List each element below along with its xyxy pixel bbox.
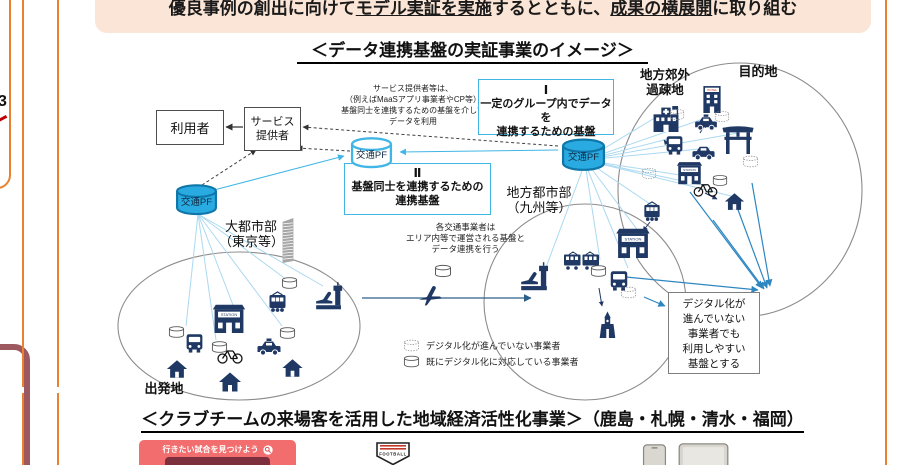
origin-ellipse <box>117 251 361 401</box>
solid-cylinder-icon <box>403 355 420 368</box>
torii-gate-icon <box>721 124 755 154</box>
banner-text-pre: 優良事例の創出に向けて <box>168 0 356 18</box>
left-maroon-box-fragment <box>0 344 30 465</box>
hotel-icon: HOTEL <box>699 85 725 113</box>
tablet-icon <box>676 443 731 465</box>
dashed-cylinder-icon <box>641 167 657 180</box>
badge-text: FOOTBALL <box>379 452 407 457</box>
operators-note: 各交通事業者は エリア内等で運営される基盤と データ連携を行う <box>405 222 525 254</box>
service-provider-box: サービス 提供者 <box>244 107 301 151</box>
user-label: 利用者 <box>170 121 210 136</box>
legend-row-undigitized: デジタル化が進んでいない事業者 <box>403 339 560 352</box>
taxi-icon <box>694 114 718 131</box>
house-icon <box>723 191 746 212</box>
rural-label: 地方郊外 過疎地 <box>639 68 690 97</box>
skyscraper-icon <box>279 216 297 263</box>
dashed-cylinder-icon <box>620 286 637 299</box>
frame-line-left-outer-b <box>22 393 24 465</box>
banner-text-post: に取り組む <box>712 0 798 18</box>
transport-pf-cylinder-metro <box>173 183 220 216</box>
platform2-desc: 基盤同士を連携するための 連携基盤 <box>351 181 484 207</box>
bus-icon <box>608 269 630 291</box>
match-search-label: 行きたい試合を見つけよう <box>162 445 259 454</box>
db-cylinder-icon <box>590 264 607 278</box>
metro-label: 大都市部 （東京等） <box>219 219 285 249</box>
dashed-cylinder-icon <box>403 339 420 352</box>
dashed-cylinder-icon <box>742 155 759 168</box>
platform2-numeral: Ⅱ <box>413 166 422 180</box>
destination-ellipse <box>617 62 863 318</box>
transport-pf-label-metro: 交通PF <box>180 197 213 208</box>
banner-text-em2: 成果の横展開 <box>610 0 713 18</box>
transport-pf-cylinder-connector <box>347 136 396 169</box>
house-icon <box>165 358 189 380</box>
dashed-cylinder-icon <box>714 110 730 123</box>
bus-icon <box>184 332 205 353</box>
platform1-desc: 一定のグループ内でデータを 連携するための基盤 <box>480 98 612 138</box>
frame-line-left-inner-b <box>57 393 59 465</box>
db-cylinder-icon <box>279 326 296 340</box>
football-club-badge: FOOTBALL <box>376 442 410 465</box>
svg-text:STATION: STATION <box>625 237 642 242</box>
shrine-tower-icon <box>596 311 619 338</box>
frame-line-left-outer <box>22 0 24 387</box>
section2-cities: （鹿島・札幌・清水・福岡） <box>582 410 804 429</box>
legend-row-digitized: 既にデジタル化に対応している事業者 <box>403 355 579 368</box>
car-icon <box>692 145 715 161</box>
section2-title-wrap: ＜クラブチームの来場客を活用した地域経済活性化事業＞（鹿島・札幌・清水・福岡） <box>60 405 885 433</box>
provider-note: サービス提供者等は、 （例えばMaaSアプリ事業者やCP等） 基盤同士を連携する… <box>341 84 485 126</box>
service-provider-label: サービス 提供者 <box>250 116 295 142</box>
svg-text:STATION: STATION <box>683 168 696 172</box>
train-icon <box>563 251 600 271</box>
user-box: 利用者 <box>156 110 224 145</box>
db-cylinder-icon <box>712 174 728 187</box>
db-cylinder-icon <box>168 325 185 339</box>
db-cylinder-icon <box>281 276 298 290</box>
house-icon <box>217 370 243 394</box>
platform1-numeral: Ⅰ <box>543 83 549 97</box>
transport-pf-label-regional: 交通PF <box>567 152 600 163</box>
tram-icon <box>264 291 291 313</box>
bicycle-icon <box>217 347 243 364</box>
transport-pf-cylinder-regional <box>559 136 608 173</box>
tram-icon <box>639 201 665 222</box>
smartphone-icon <box>641 444 668 465</box>
digital-note-box: デジタル化が 進んでいない 事業者でも 利用しやすい 基盤とする <box>668 292 760 374</box>
bicycle-icon <box>693 181 718 197</box>
station-icon: STATION <box>676 160 703 185</box>
search-icon <box>262 444 273 455</box>
section1-title-wrap: ＜データ連携基盤の実証事業のイメージ＞ <box>60 36 885 64</box>
svg-text:STATION: STATION <box>221 312 238 317</box>
airport-icon <box>313 281 347 311</box>
legend-label-digitized: 既にデジタル化に対応している事業者 <box>426 357 579 367</box>
airport-icon <box>518 261 553 292</box>
svg-text:HOTEL: HOTEL <box>707 88 717 92</box>
match-search-card[interactable]: 行きたい試合を見つけよう <box>139 440 296 465</box>
origin-label: 出発地 <box>144 381 184 396</box>
section1-title: ＜データ連携基盤の実証事業のイメージ＞ <box>297 36 648 64</box>
platform1-box: Ⅰ 一定のグループ内でデータを 連携するための基盤 <box>478 79 614 138</box>
section2-title: ＜クラブチームの来場客を活用した地域経済活性化事業＞ <box>141 410 583 429</box>
match-card-inner-panel <box>165 457 270 465</box>
taxi-icon <box>255 338 283 356</box>
db-cylinder-icon <box>434 264 452 278</box>
transport-pf-label-connector: 交通PF <box>355 150 388 161</box>
station-icon: STATION <box>615 227 651 258</box>
left-page-number-fragment: 3 <box>0 93 7 110</box>
dashed-cylinder-icon <box>669 108 685 121</box>
platform2-box: Ⅱ 基盤同士を連携するための 連携基盤 <box>344 163 491 215</box>
banner-text-mid: するとともに、 <box>491 0 611 18</box>
db-cylinder-icon <box>211 340 228 354</box>
regional-city-label: 地方都市部 （九州等） <box>506 185 572 215</box>
summary-banner: 優良事例の創出に向けてモデル実証を実施するとともに、成果の横展開に取り組む <box>95 0 871 33</box>
banner-text-em1: モデル実証を実施 <box>355 0 492 18</box>
bus-icon <box>664 134 685 155</box>
airplane-icon <box>414 282 446 310</box>
destination-label: 目的地 <box>738 64 778 79</box>
frame-line-left-inner <box>57 0 59 387</box>
house-icon <box>280 357 305 379</box>
legend-label-undigitized: デジタル化が進んでいない事業者 <box>426 341 561 351</box>
frame-line-right <box>885 0 887 465</box>
station-icon: STATION <box>210 303 248 333</box>
